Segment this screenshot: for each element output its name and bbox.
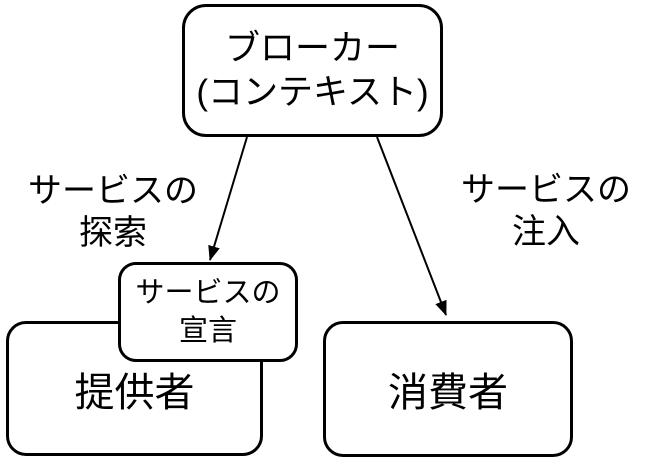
- declaration-label-line2: 宣言: [178, 315, 237, 347]
- consumer-label: 消費者: [388, 371, 508, 415]
- injection-edge-label: サービスの 注入: [446, 169, 645, 253]
- declaration-node: サービスの 宣言: [118, 262, 298, 362]
- broker-label-line2: (コンテキスト): [196, 72, 429, 112]
- discovery-label-line2: 探索: [79, 214, 147, 252]
- consumer-node: 消費者: [323, 321, 573, 457]
- declaration-label-line1: サービスの: [135, 277, 281, 309]
- discovery-arrow: [208, 136, 248, 261]
- injection-label-line2: 注入: [512, 213, 580, 251]
- provider-label: 提供者: [74, 370, 195, 415]
- injection-label-line1: サービスの: [461, 171, 631, 209]
- broker-label-line1: ブローカー: [224, 28, 400, 68]
- injection-arrow: [376, 136, 447, 316]
- broker-node: ブローカー (コンテキスト): [182, 4, 443, 137]
- discovery-label-line1: サービスの: [28, 172, 198, 210]
- discovery-edge-label: サービスの 探索: [13, 170, 213, 254]
